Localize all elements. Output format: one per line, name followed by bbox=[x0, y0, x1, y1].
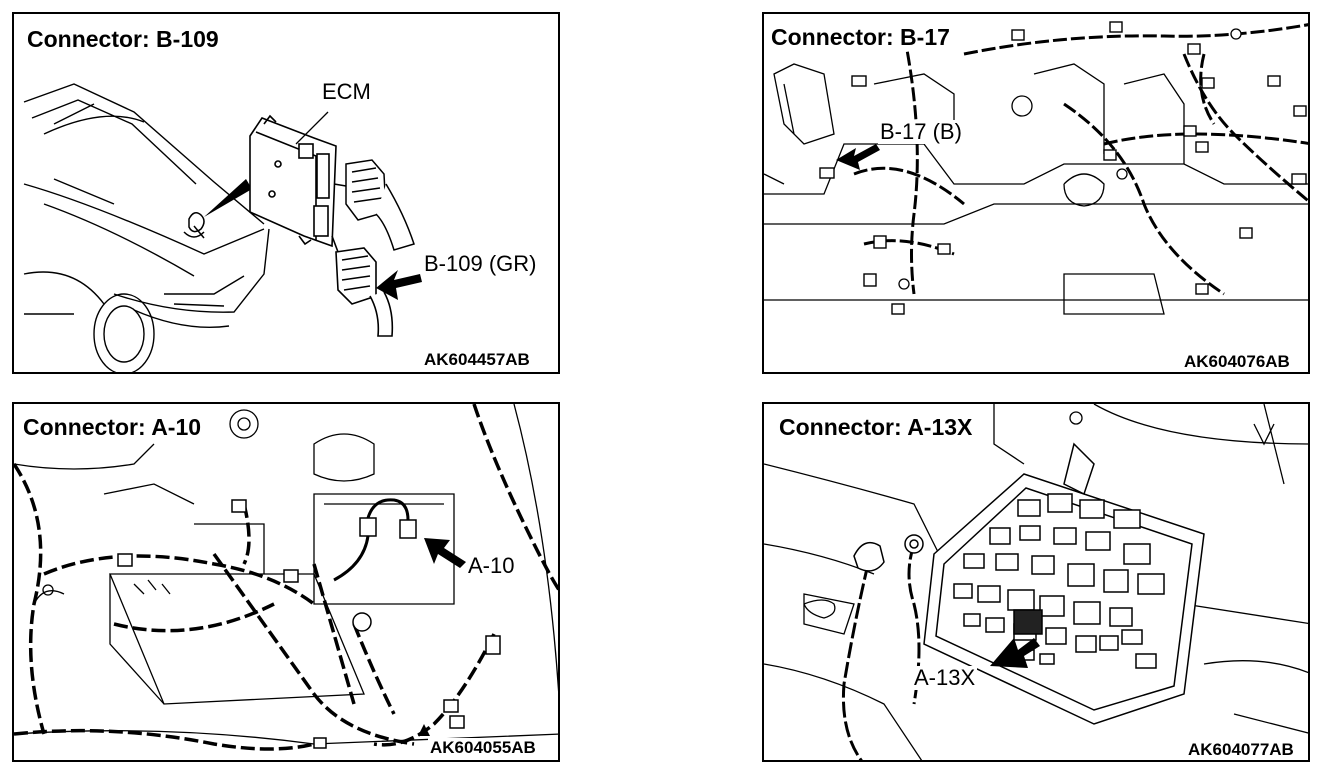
small-up-arrow bbox=[418, 724, 430, 736]
connector-label: B-109 (GR) bbox=[422, 251, 539, 276]
panel-a13x-drawing bbox=[764, 404, 1308, 760]
connector-wire-loop bbox=[366, 498, 410, 521]
panel-title: Connector: A-13X bbox=[776, 414, 976, 440]
ecm-leader-line bbox=[295, 111, 329, 145]
connector-label: A-13X bbox=[912, 665, 978, 690]
panel-b109: Connector: B-109 ECM B-109 (GR) AK604457… bbox=[12, 12, 560, 374]
panel-a10: Connector: A-10 A-10 AK604055AB bbox=[12, 402, 560, 762]
connector-label: B-17 (B) bbox=[878, 119, 964, 144]
connector-label: A-10 bbox=[466, 553, 517, 578]
lower-plug-illustration bbox=[331, 235, 394, 337]
battery-cable bbox=[841, 543, 921, 760]
figure-code: AK604055AB bbox=[428, 738, 538, 757]
panel-title: Connector: B-109 bbox=[24, 26, 222, 52]
wiring-harness-illustration bbox=[14, 404, 558, 751]
figure-code: AK604077AB bbox=[1186, 740, 1296, 759]
ecm-label: ECM bbox=[320, 79, 373, 104]
panel-title: Connector: A-10 bbox=[20, 414, 205, 440]
pointer-arrow-icon bbox=[424, 538, 466, 568]
upper-plug-illustration bbox=[333, 159, 415, 251]
panel-b17-drawing bbox=[764, 21, 1308, 315]
grommet bbox=[352, 612, 372, 632]
connector-blocks bbox=[819, 21, 1307, 315]
leader-wedge bbox=[204, 179, 252, 217]
pointer-arrow-icon bbox=[836, 144, 880, 170]
pointer-arrow-icon bbox=[376, 270, 422, 300]
dashboard-structure bbox=[764, 63, 1308, 315]
ecm-module-illustration bbox=[249, 114, 337, 248]
figure-code: AK604457AB bbox=[422, 350, 532, 369]
panel-b17: Connector: B-17 B-17 (B) AK604076AB bbox=[762, 12, 1310, 374]
panel-a13x: Connector: A-13X A-13X AK604077AB bbox=[762, 402, 1310, 762]
ecm-mount-mini bbox=[183, 212, 205, 239]
pointer-arrow-icon bbox=[990, 638, 1040, 668]
engine-bay-structure bbox=[764, 404, 1308, 760]
car-front-illustration bbox=[23, 83, 270, 372]
panel-a10-drawing bbox=[14, 404, 558, 751]
panel-title: Connector: B-17 bbox=[768, 24, 953, 50]
panel-b109-drawing bbox=[23, 83, 422, 372]
figure-code: AK604076AB bbox=[1182, 352, 1292, 371]
connector-wire-down bbox=[333, 535, 370, 582]
wiring-harness-illustration bbox=[853, 23, 1308, 296]
grounds bbox=[898, 28, 1242, 290]
connector-blocks bbox=[117, 499, 501, 749]
battery-terminal bbox=[853, 442, 1095, 572]
